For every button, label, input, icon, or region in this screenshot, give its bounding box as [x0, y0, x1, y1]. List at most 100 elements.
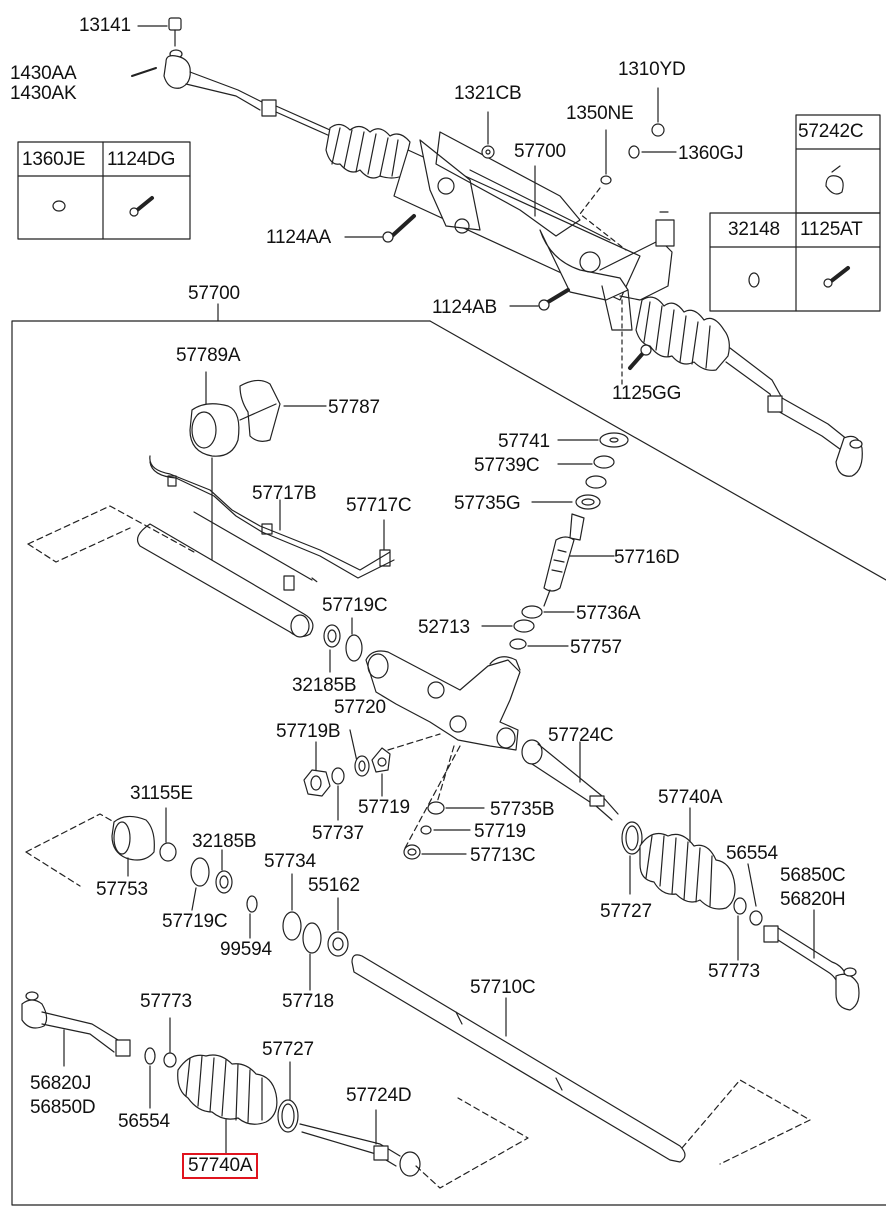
part-label: 57773	[708, 961, 760, 982]
table-header: 57242C	[798, 121, 864, 142]
part-label: 57717B	[252, 483, 317, 504]
pinion-57716D-icon	[543, 513, 585, 607]
part-label: 57735B	[490, 799, 555, 820]
leader-line	[191, 887, 197, 911]
washer-57741-icon	[599, 432, 629, 448]
bolt-1124DG-icon	[129, 196, 154, 217]
table-header: 1125AT	[800, 219, 863, 240]
boot-right-top-icon	[635, 296, 863, 477]
exploded-view-frame	[11, 303, 886, 1206]
table-header: 32148	[728, 219, 780, 240]
pipe-assembly-icon	[149, 455, 395, 579]
nut-57735B-icon	[427, 801, 445, 815]
nut-1360GJ-icon	[628, 145, 640, 159]
dashed-leader	[27, 505, 195, 553]
seal-ring-icon	[585, 475, 607, 489]
part-label: 57787	[328, 397, 380, 418]
locknut-57719B-icon	[303, 769, 331, 797]
clamp-57727-lower-icon	[277, 1099, 299, 1133]
part-label: 31155E	[130, 783, 193, 804]
part-label: 56820H	[780, 889, 846, 910]
part-label: 57716D	[614, 547, 680, 568]
part-label: 57727	[600, 901, 652, 922]
part-label: 57736A	[576, 603, 641, 624]
part-label: 57773	[140, 991, 192, 1012]
outer-tie-rod-end-left-icon	[21, 991, 131, 1057]
highlighted-part-label[interactable]: 57740A	[182, 1153, 259, 1179]
rack-bar-57710C-icon	[351, 954, 686, 1163]
oring-32148-icon	[748, 272, 760, 288]
part-label: 57700	[514, 141, 566, 162]
ring-57718-icon	[302, 922, 322, 954]
ring-57719C-lower-icon	[190, 857, 210, 887]
oring-57736A-icon	[521, 605, 543, 619]
inner-tie-rod-57724D-icon	[299, 1123, 421, 1177]
part-label: 56850C	[780, 865, 846, 886]
nut-1321CB-icon	[481, 145, 495, 159]
spring-57720-icon	[354, 755, 370, 777]
part-label: 57727	[262, 1039, 314, 1060]
part-label: 1125GG	[612, 383, 682, 404]
part-label: 57718	[282, 991, 334, 1012]
gear-housing-tube-icon	[137, 511, 314, 638]
bearing-57735G-icon	[575, 494, 601, 510]
outer-tie-rod-end-right-icon	[763, 925, 860, 1011]
boot-57740A-lower-icon	[177, 1054, 278, 1125]
dashed-leader	[311, 577, 321, 585]
bolt-1125GG-icon	[628, 344, 652, 370]
clip-57242C-icon	[825, 165, 844, 195]
nut-57773-icon	[749, 910, 763, 926]
dashed-leader	[403, 745, 461, 851]
boot-57740A-right-icon	[639, 833, 736, 910]
seal-32185B-icon	[323, 624, 341, 648]
part-label: 57735G	[454, 493, 521, 514]
ring-57737-icon	[331, 767, 345, 785]
part-label: 1430AA	[10, 63, 77, 84]
washer-57719-icon	[420, 825, 432, 835]
part-label: 57717C	[346, 495, 412, 516]
table-header: 1124DG	[107, 149, 176, 170]
part-label: 1430AK	[10, 83, 77, 104]
bolt-1124AB-icon	[538, 288, 570, 311]
dashed-leader	[579, 187, 627, 251]
part-label: 57734	[264, 851, 316, 872]
bushing-55162-icon	[327, 931, 349, 957]
part-label: 57719C	[322, 595, 388, 616]
part-label: 57710C	[470, 977, 536, 998]
part-label: 99594	[220, 939, 272, 960]
ring-57734-icon	[282, 911, 302, 941]
part-label: 57737	[312, 823, 364, 844]
part-label: 56820J	[30, 1073, 92, 1094]
part-label: 57720	[334, 697, 386, 718]
table-right-frame	[709, 114, 881, 312]
cap-57713C-icon	[403, 844, 421, 860]
dashed-leader	[25, 813, 115, 853]
part-label: 55162	[308, 875, 360, 896]
part-label: 57741	[498, 431, 550, 452]
dashed-leader	[25, 851, 81, 887]
clip-56554-icon	[733, 897, 747, 915]
part-label: 57724C	[548, 725, 614, 746]
part-label: 57789A	[176, 345, 241, 366]
part-label: 57739C	[474, 455, 540, 476]
part-label: 1360GJ	[678, 143, 744, 164]
part-label: 57719B	[276, 721, 341, 742]
gear-housing-body-icon	[365, 650, 521, 751]
snap-ring-57739C-icon	[593, 455, 615, 469]
bushing-57789A-icon	[189, 403, 240, 457]
table-header: 1360JE	[22, 149, 86, 170]
dashed-leader	[435, 745, 455, 807]
part-label: 56850D	[30, 1097, 96, 1118]
cap-31155E-icon	[159, 842, 177, 862]
bushing-57753-icon	[111, 815, 155, 861]
nut-13141-icon	[168, 17, 182, 47]
seal-57757-icon	[509, 638, 527, 650]
part-label: 52713	[418, 617, 470, 638]
bolt-1125AT-icon	[823, 266, 850, 288]
part-label: 13141	[79, 15, 131, 36]
part-label: 57700	[188, 283, 240, 304]
yoke-57719-icon	[371, 747, 391, 773]
part-label: 57724D	[346, 1085, 412, 1106]
washer-1350NE-icon	[600, 175, 612, 185]
